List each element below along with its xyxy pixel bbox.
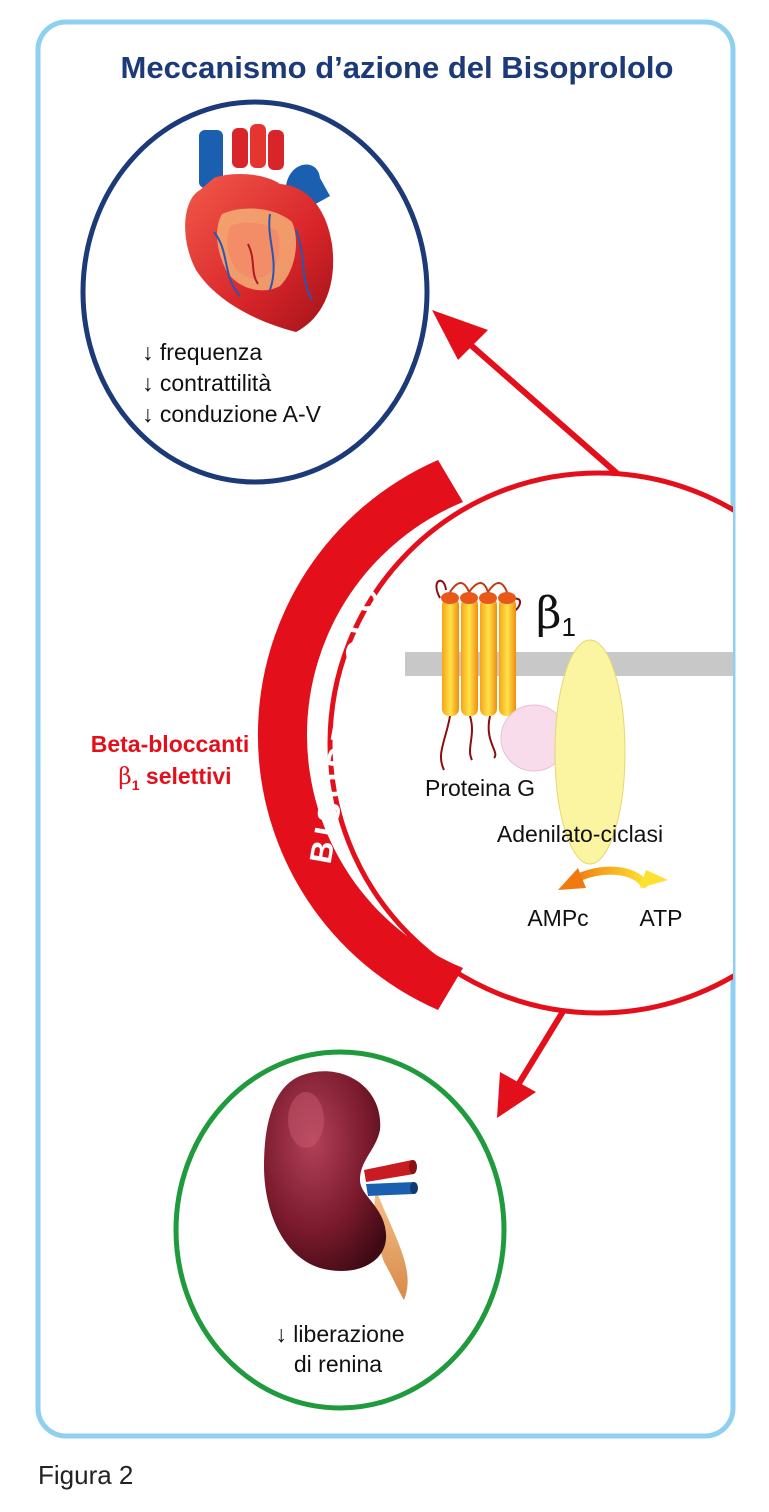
drug-class-beta: β: [118, 764, 131, 790]
label-g-protein: Proteina G: [425, 775, 535, 801]
label-adenylyl-cyclase: Adenilato-ciclasi: [497, 821, 663, 847]
heart-effect-contractility: ↓ contrattilità: [142, 370, 271, 396]
drug-class-subscript: 1: [132, 777, 140, 793]
label-atp: ATP: [639, 905, 682, 931]
receptor-subscript: 1: [561, 612, 575, 642]
receptor-beta: β: [536, 588, 561, 639]
arrow-to-heart: [432, 310, 623, 479]
arrow-to-kidney: [497, 997, 573, 1118]
diagram-title: Meccanismo d’azione del Bisoprololo: [121, 50, 674, 85]
drug-class-line1: Beta-bloccanti: [91, 731, 249, 757]
receptor-helices: [435, 579, 521, 771]
drug-class-line2: β1 selettivi: [118, 763, 231, 793]
kidney-effect-line1: ↓ liberazione: [275, 1321, 404, 1347]
atp-to-camp-arrow: [558, 866, 668, 890]
receptor-beta-label: β1: [536, 588, 576, 642]
kidney-effect-line2: di renina: [294, 1351, 382, 1377]
bisoprololo-band: [257, 460, 463, 1010]
label-camp: AMPc: [527, 905, 588, 931]
kidney-icon: [264, 1071, 418, 1300]
heart-icon: [185, 124, 334, 332]
drug-class-rest: selettivi: [140, 763, 232, 789]
heart-effect-av-conduction: ↓ conduzione A-V: [142, 401, 322, 427]
figure-caption: Figura 2: [38, 1460, 134, 1490]
heart-effect-frequency: ↓ frequenza: [142, 339, 262, 365]
adenylyl-cyclase: [554, 639, 626, 865]
